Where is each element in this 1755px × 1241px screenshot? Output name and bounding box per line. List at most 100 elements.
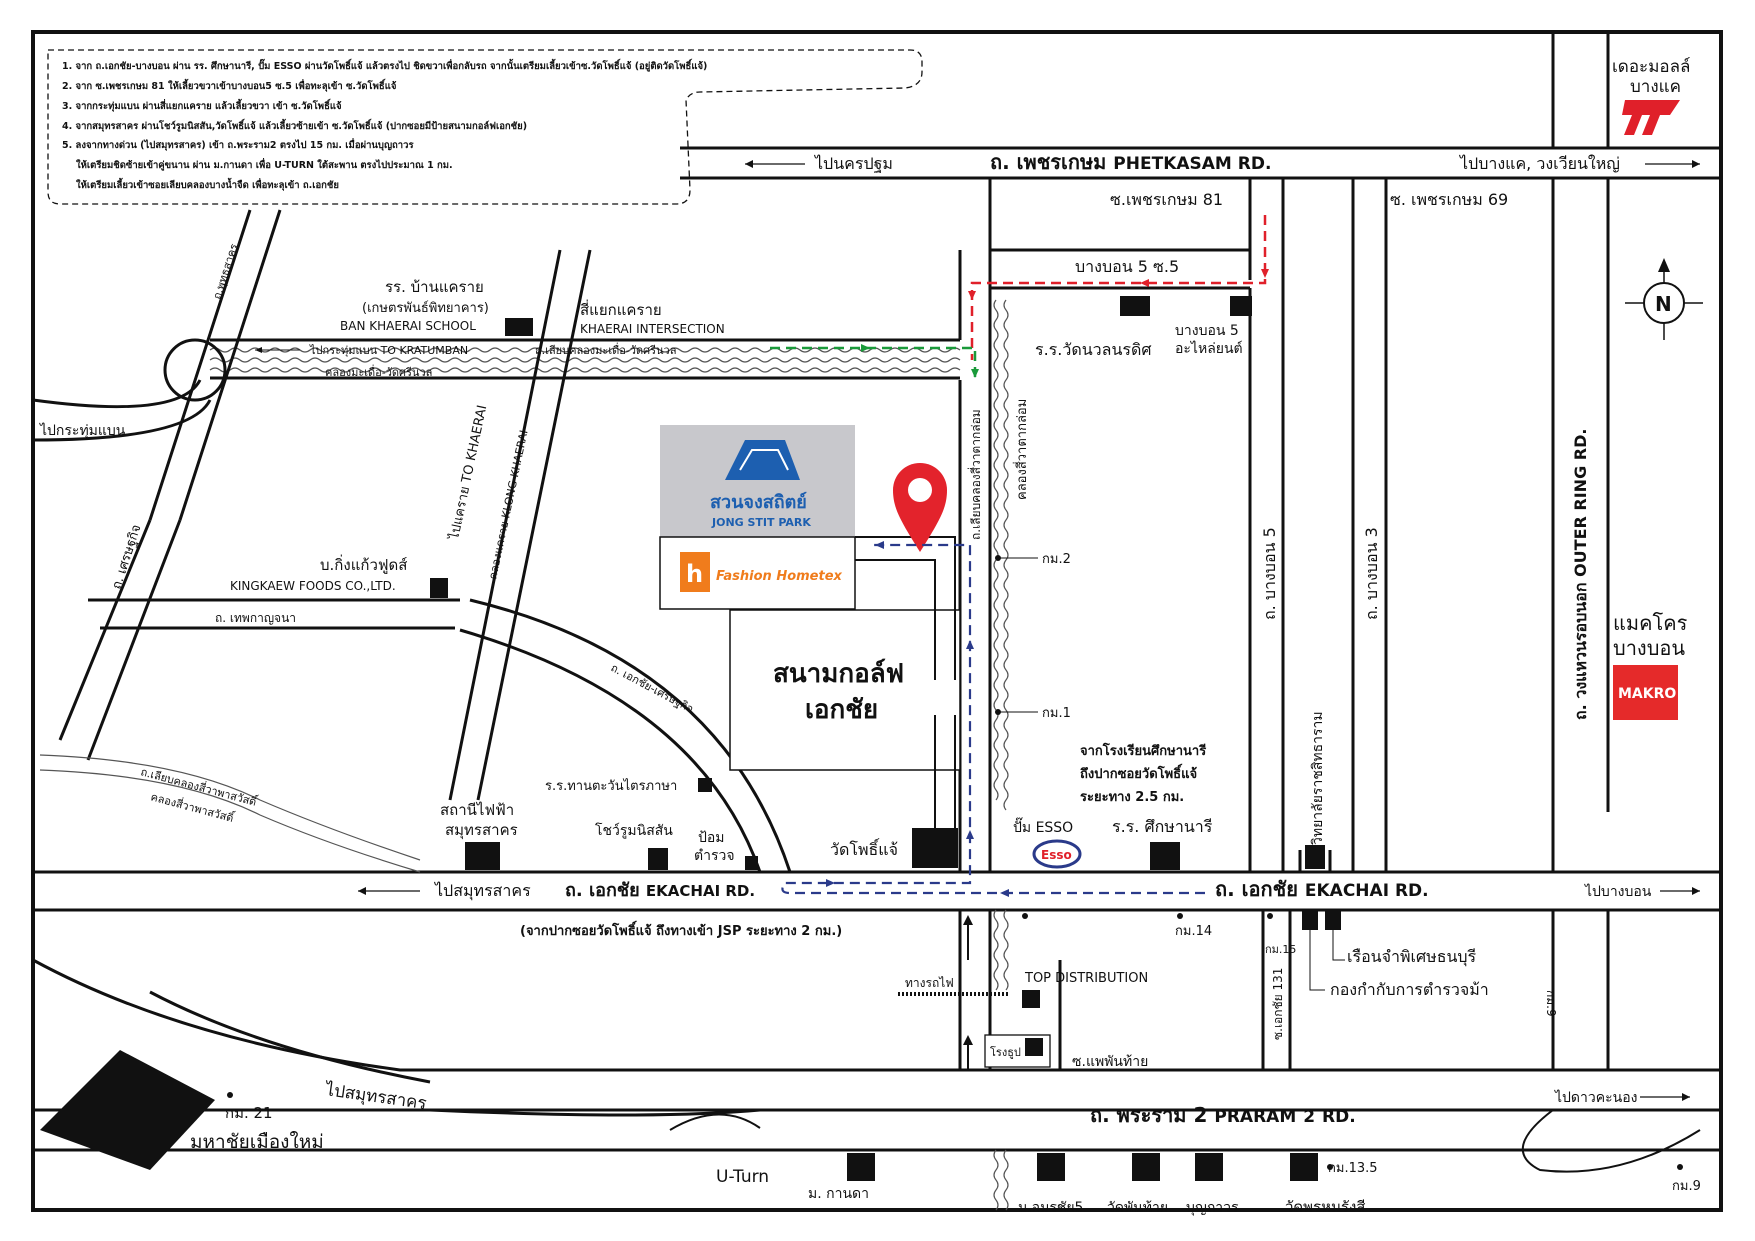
substation-building (465, 842, 500, 870)
makro-logo-text: MAKRO (1618, 686, 1676, 702)
km14-marker (1022, 913, 1028, 919)
nissan-building (648, 848, 668, 870)
north-label: N (1655, 292, 1672, 316)
bangbon5-label: ถ. บางบอน 5 (1260, 527, 1279, 620)
route-red (970, 215, 1267, 360)
km14-label: กม.14 (1175, 924, 1212, 939)
km15-label: กม.15 (1265, 943, 1296, 956)
intersection-label: สี่แยกแคราย (580, 299, 662, 319)
km9-road-label: กม.9 (1544, 990, 1558, 1017)
phetkasem-road: ถ. เพชรเกษม PHETKASAM RD. ไปนครปฐม ไปบาง… (680, 146, 1721, 180)
distance-note-2: ถึงปากซอยวัดโพธิ์แจ้ (1080, 763, 1197, 782)
police-box-label: ป้อม (698, 830, 725, 846)
km2-label: กม.2 (1042, 552, 1071, 567)
kingkaew-label-en: KINGKAEW FOODS CO.,LTD. (230, 579, 396, 593)
interchange-loops (1521, 1109, 1701, 1173)
makro-label-1: แมคโคร (1613, 611, 1688, 635)
suksanari-building (1150, 842, 1180, 870)
directions-box (47, 49, 923, 205)
km9-label: กม.9 (1672, 1179, 1701, 1194)
distance-note-3: ระยะทาง 2.5 กม. (1080, 790, 1184, 805)
to-kratumban-label: ไปกระทุ่มแบน TO KRATUMBAN (309, 344, 468, 357)
to-bangbon-label: ไปบางบอน (1584, 883, 1652, 900)
bangbon5-parts-label-2: อะไหล่ยนต์ (1175, 340, 1243, 357)
mall-label-2: บางแค (1630, 77, 1681, 97)
ekachai-label: ถ. เอกชัย EKACHAI RD. (565, 880, 755, 901)
school-khaerai-building (505, 318, 533, 336)
bangbon5-parts-label: บางบอน 5 (1175, 323, 1239, 339)
uturn-label: U-Turn (716, 1167, 769, 1187)
railway-label: ทางรถไฟ (905, 976, 954, 990)
kanda-label: ม. กานดา (808, 1186, 869, 1202)
km1-label: กม.1 (1042, 706, 1071, 721)
fashion-logo (680, 552, 710, 592)
wittayalai-label: วิทยาลัยราชสิทธาราม (1310, 711, 1326, 845)
golf-label-1: สนามกอล์ฟ (773, 658, 904, 689)
rama2-label: ถ. พระราม 2 PRARAM 2 RD. (1090, 1103, 1356, 1127)
route-blue (781, 543, 1205, 895)
amorn-label: ม.อมรชัย5 (1018, 1200, 1083, 1216)
wat-phrom-building (1290, 1153, 1318, 1181)
boonthavorn-building (1195, 1153, 1223, 1181)
direction-2: 2. จาก ซ.เพชรเกษม 81 ให้เลี้ยวขวาเข้าบาง… (62, 78, 396, 92)
kingkaew-building (430, 578, 448, 598)
fashion-logo-letter: h (686, 560, 703, 588)
jsp-logo (725, 440, 800, 480)
esso-logo-text: Esso (1041, 848, 1072, 862)
km9-marker (1677, 1164, 1683, 1170)
soi-phetkasem81-label: ซ.เพชรเกษม 81 (1110, 190, 1223, 209)
to-daokhanong-label: ไปดาวคะนอง (1554, 1089, 1637, 1106)
km13-5-label: กม.13.5 (1328, 1161, 1378, 1176)
police-box-building (745, 856, 758, 870)
esso-logo (1032, 839, 1082, 869)
to-samutsakhon-label: ไปสมุทรสาคร (433, 881, 531, 901)
wat-wanlon-label: ร.ร.วัดนวลนรดิศ (1035, 340, 1152, 359)
roundabout (163, 338, 227, 402)
golf-perimeter (855, 536, 956, 680)
jsp-name-th: สวนจงสถิตย์ (710, 491, 807, 513)
golf-label-2: เอกชัย (805, 695, 878, 725)
wat-phochae-label: วัดโพธิ์แจ้ (830, 838, 898, 859)
km21-marker (227, 1092, 233, 1098)
top-dist-building (1022, 990, 1040, 1008)
esso-label: ปั๊ม ESSO (1013, 817, 1073, 836)
golf-course-area (729, 609, 961, 771)
jsp-distance-note: (จากปากซอยวัดโพธิ์แจ้ ถึงทางเข้า JSP ระย… (520, 920, 842, 939)
school-khaerai-label-2: (เกษตรพันธ์พิทยาคาร) (362, 300, 489, 316)
khlong-takdom-label: คลองสี่วาตากล่อม (1013, 399, 1030, 500)
police-horse-building (1325, 910, 1341, 930)
mahachai-label: มหาชัยเมืองใหม่ (190, 1131, 324, 1153)
wittayalai-building (1305, 845, 1325, 869)
outer-ring-label: ถ. วงแหวนรอบนอก OUTER RING RD. (1571, 429, 1590, 720)
prison-label: เรือนจำพิเศษธนบุรี (1347, 947, 1477, 967)
prison-building (1302, 910, 1318, 930)
fashion-name: Fashion Hometex (716, 569, 843, 584)
thepkanchana-label: ถ. เทพกาญจนา (215, 611, 296, 625)
location-pin-icon (893, 463, 947, 552)
school-khaerai-label-en: BAN KHAERAI SCHOOL (340, 319, 476, 333)
frame-roads (958, 32, 1610, 872)
police-box-label-2: ตำรวจ (694, 848, 735, 864)
school-khaerai-label: รร. บ้านแคราย (385, 278, 484, 296)
direction-5c: ให้เตรียมเลี้ยวเข้าซอยเลียบคลองบางน้ำจืด… (76, 177, 339, 191)
ekachai2-label: ถ. เอกชัย EKACHAI RD. (1215, 877, 1429, 901)
direction-5: 5. ลงจากทางด่วน (ไปสมุทรสาคร) เข้า ถ.พระ… (62, 137, 414, 151)
km15-marker (1267, 913, 1273, 919)
soi-phaephanthai-label: ซ.แพพันท้าย (1072, 1054, 1148, 1070)
km21-label: กม. 21 (225, 1104, 273, 1122)
mall-logo-icon (1622, 100, 1680, 135)
direction-1: 1. จาก ถ.เอกชัย-บางบอน ผ่าน รร. ศึกษานาร… (62, 58, 707, 73)
to-krathumbaen-label: ไปกระทุ่มแบน (39, 422, 126, 439)
to-bangkhae-label: ไปบางแค, วงเวียนใหญ่ (1458, 154, 1620, 173)
rongthup-building (1025, 1038, 1043, 1056)
intersection-label-en: KHAERAI INTERSECTION (580, 322, 725, 336)
to-nakhonpathom-label: ไปนครปฐม (813, 154, 893, 173)
mahachai-area (40, 1050, 215, 1170)
lieb-takdom-label: ถ.เลียบคลองสี่วาตากล่อม (967, 409, 983, 540)
uturn-arrow (669, 1113, 761, 1131)
ekachai-road: ถ. เอกชัย EKACHAI RD. ถ. เอกชัย EKACHAI … (33, 870, 1721, 912)
bangbon5-parts-building (1230, 296, 1252, 316)
direction-5b: ให้เตรียมชิดซ้ายเข้าคู่ขนาน ผ่าน ม.กานดา… (76, 157, 453, 172)
wat-wanlon-building (1120, 296, 1150, 316)
west-roads (32, 209, 792, 873)
